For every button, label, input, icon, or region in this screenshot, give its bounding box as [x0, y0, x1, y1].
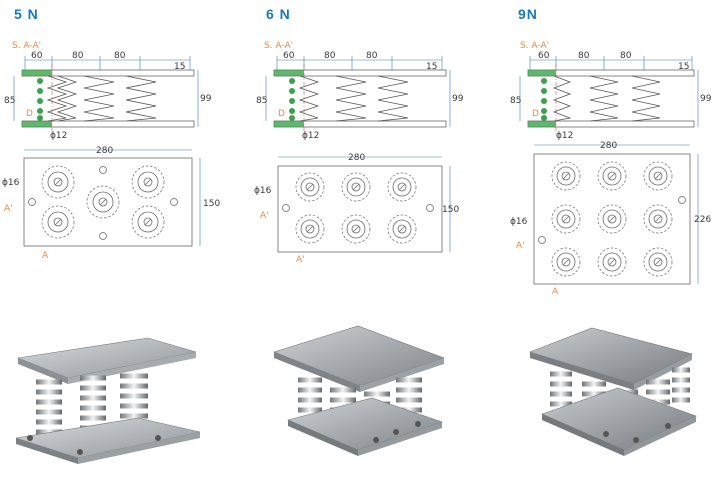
label-d: D [26, 109, 33, 119]
dim-80-a: 80 [72, 51, 84, 61]
dim-280: 280 [348, 153, 365, 163]
drawing-9n: S. A-A' 60 80 80 15 85 99 D ϕ12 280 226 … [510, 41, 712, 297]
label-a-left: A' [260, 211, 269, 221]
dim-99: 99 [700, 94, 712, 104]
plan-mounts-5n [28, 165, 178, 240]
label-d: D [278, 109, 285, 119]
dim-80-b: 80 [620, 51, 632, 61]
dim-15: 15 [174, 62, 185, 72]
dim-80-a: 80 [324, 51, 336, 61]
dim-80-a: 80 [578, 51, 590, 61]
dim-99: 99 [452, 94, 464, 104]
model-title-5n: 5 N [14, 6, 39, 22]
model-title-6n: 6 N [266, 6, 291, 22]
dim-85: 85 [4, 96, 15, 106]
dim-pin: ϕ12 [50, 131, 67, 141]
spring-isolator-photo-9n [529, 327, 697, 456]
dim-pin: ϕ12 [556, 131, 573, 141]
dim-280: 280 [96, 146, 113, 156]
dim-hole: ϕ16 [510, 217, 528, 227]
label-a-bottom: A' [296, 255, 305, 265]
dim-pin: ϕ12 [302, 131, 319, 141]
dim-150: 150 [203, 199, 220, 209]
dim-60: 60 [538, 51, 550, 61]
spring-isolator-photo-5n [15, 337, 201, 464]
label-d: D [532, 109, 539, 119]
dim-hole: ϕ16 [254, 186, 272, 196]
plan-mounts-9n [538, 161, 686, 277]
label-a-bottom: A [552, 287, 559, 297]
plan-mounts-6n [282, 172, 434, 244]
dim-60: 60 [283, 51, 295, 61]
drawing-6n: S. A-A' 60 80 80 15 85 99 D ϕ12 280 150 … [254, 41, 464, 265]
section-label: S. A-A' [264, 41, 293, 51]
dim-15: 15 [426, 62, 437, 72]
label-a-left: A' [4, 204, 13, 214]
dim-85: 85 [510, 96, 521, 106]
dim-80-b: 80 [366, 51, 378, 61]
dim-hole: ϕ16 [2, 178, 20, 188]
dim-85: 85 [256, 96, 267, 106]
section-label: S. A-A' [12, 41, 41, 51]
dim-99: 99 [200, 94, 212, 104]
label-a-left: A' [516, 241, 525, 251]
dim-15: 15 [678, 62, 689, 72]
dim-60: 60 [31, 51, 43, 61]
model-title-9n: 9N [518, 6, 538, 22]
label-a-bottom: A [42, 251, 49, 261]
drawing-5n: S. A-A' 60 80 80 15 85 99 D ϕ12 280 150 … [2, 41, 220, 261]
dim-280: 280 [600, 141, 617, 151]
section-label: S. A-A' [520, 41, 549, 51]
dim-226: 226 [694, 215, 711, 225]
dim-80-b: 80 [114, 51, 126, 61]
spring-isolator-photo-6n [273, 325, 445, 456]
dim-150: 150 [442, 205, 459, 215]
